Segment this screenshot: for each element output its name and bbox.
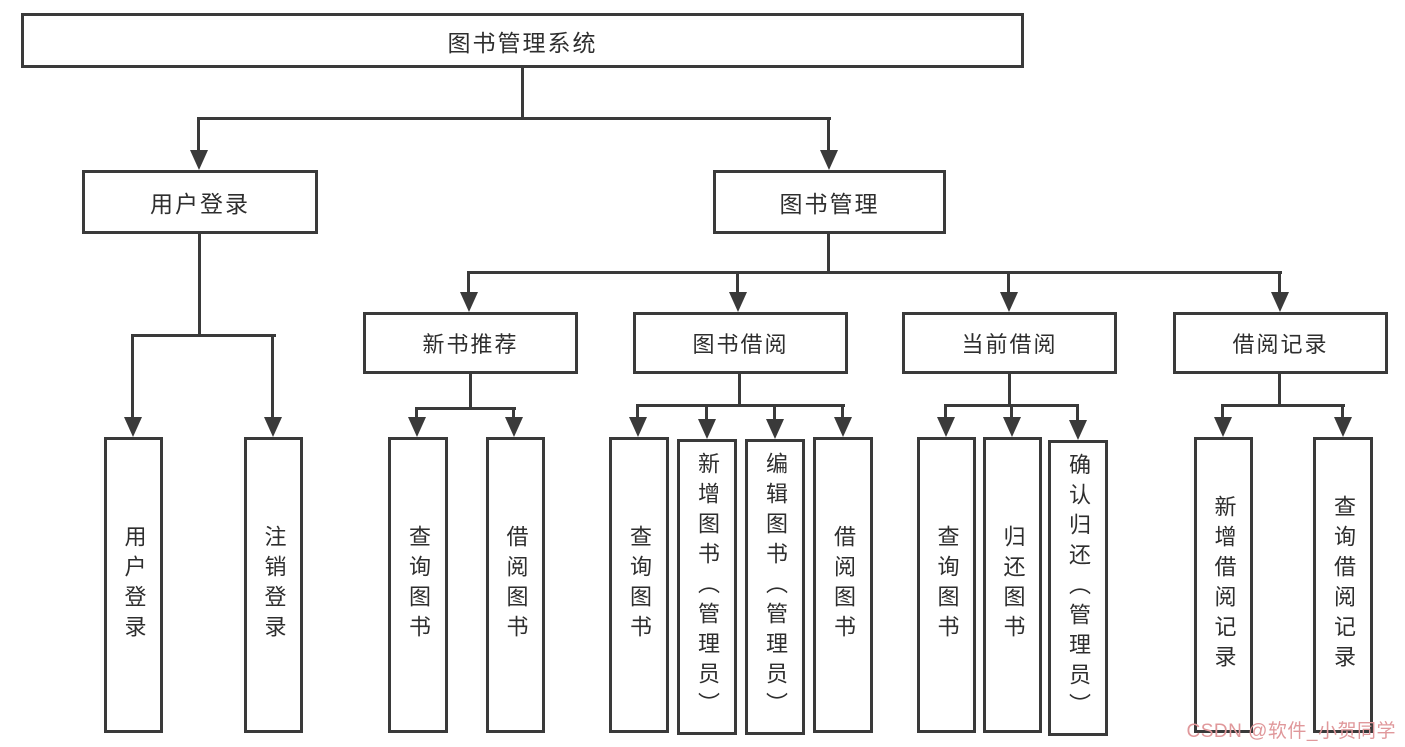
connector-user-login-stem: [198, 234, 201, 337]
connector-root-stem: [521, 68, 524, 118]
arrow-records-leaf-2: [1334, 404, 1352, 437]
arrow-to-current-borrowing: [1000, 271, 1018, 312]
node-root: 图书管理系统: [21, 13, 1024, 68]
connector-current-stem: [1008, 374, 1011, 407]
leaf-label: 归还图书: [1000, 525, 1026, 645]
node-user-login: 用户登录: [82, 170, 318, 234]
connector-records-bar: [1222, 404, 1345, 407]
leaf-label: 编辑图书（管理员）: [763, 452, 788, 722]
leaf-label: 新增图书（管理员）: [695, 452, 720, 722]
connector-recommend-stem: [469, 374, 472, 410]
leaf-query-borrow-record: 查询借阅记录: [1313, 437, 1373, 733]
arrow-current-leaf-2: [1003, 404, 1021, 437]
leaf-label: 查询图书: [934, 525, 960, 645]
arrow-to-book-borrowing: [729, 271, 747, 312]
connector-book-mgmt-stem: [827, 234, 830, 274]
leaf-label: 借阅图书: [831, 525, 856, 645]
leaf-logout: 注销登录: [244, 437, 303, 733]
leaf-return-books: 归还图书: [983, 437, 1042, 733]
arrow-to-leaf-user-login: [124, 334, 142, 437]
leaf-add-book-admin: 新增图书（管理员）: [677, 439, 737, 735]
leaf-user-login: 用户登录: [104, 437, 163, 733]
leaf-label: 查询图书: [627, 525, 652, 645]
connector-recommend-bar: [416, 407, 516, 410]
node-new-book-recommend: 新书推荐: [363, 312, 578, 374]
arrow-records-leaf-1: [1214, 404, 1232, 437]
connector-root-bar: [198, 117, 831, 120]
arrow-borrowing-leaf-2: [698, 404, 716, 439]
connector-borrowing-bar: [637, 404, 845, 407]
arrow-to-leaf-logout: [264, 334, 282, 437]
leaf-borrow-books-recommend: 借阅图书: [486, 437, 545, 733]
leaf-label: 新增借阅记录: [1211, 495, 1237, 675]
arrow-current-leaf-3: [1069, 404, 1087, 440]
connector-book-mgmt-bar: [468, 271, 1282, 274]
leaf-query-books-recommend: 查询图书: [388, 437, 448, 733]
node-book-borrowing: 图书借阅: [633, 312, 848, 374]
leaf-query-books-borrowing: 查询图书: [609, 437, 669, 733]
node-book-management: 图书管理: [713, 170, 946, 234]
arrow-recommend-leaf-2: [505, 407, 523, 437]
connector-user-login-bar: [132, 334, 276, 337]
leaf-label: 用户登录: [121, 525, 147, 645]
leaf-confirm-return-admin: 确认归还（管理员）: [1048, 440, 1108, 736]
arrow-to-user-login: [190, 117, 208, 170]
leaf-borrow-books-borrowing: 借阅图书: [813, 437, 873, 733]
arrow-recommend-leaf-1: [408, 407, 426, 437]
arrow-current-leaf-1: [937, 404, 955, 437]
arrow-to-new-book-recommend: [460, 271, 478, 312]
leaf-edit-book-admin: 编辑图书（管理员）: [745, 439, 805, 735]
arrow-borrowing-leaf-4: [834, 404, 852, 437]
arrow-borrowing-leaf-1: [629, 404, 647, 437]
csdn-watermark: CSDN @软件_小贺同学: [1186, 721, 1396, 742]
leaf-label: 借阅图书: [503, 525, 529, 645]
leaf-add-borrow-record: 新增借阅记录: [1194, 437, 1253, 733]
arrow-borrowing-leaf-3: [766, 404, 784, 439]
node-borrowing-records: 借阅记录: [1173, 312, 1388, 374]
leaf-label: 查询借阅记录: [1331, 495, 1356, 675]
leaf-label: 确认归还（管理员）: [1066, 453, 1091, 723]
leaf-label: 注销登录: [261, 525, 287, 645]
connector-borrowing-stem: [738, 374, 741, 407]
node-current-borrowing: 当前借阅: [902, 312, 1117, 374]
connector-records-stem: [1278, 374, 1281, 407]
leaf-query-books-current: 查询图书: [917, 437, 976, 733]
leaf-label: 查询图书: [406, 525, 431, 645]
arrow-to-borrowing-records: [1271, 271, 1289, 312]
arrow-to-book-management: [820, 117, 838, 170]
